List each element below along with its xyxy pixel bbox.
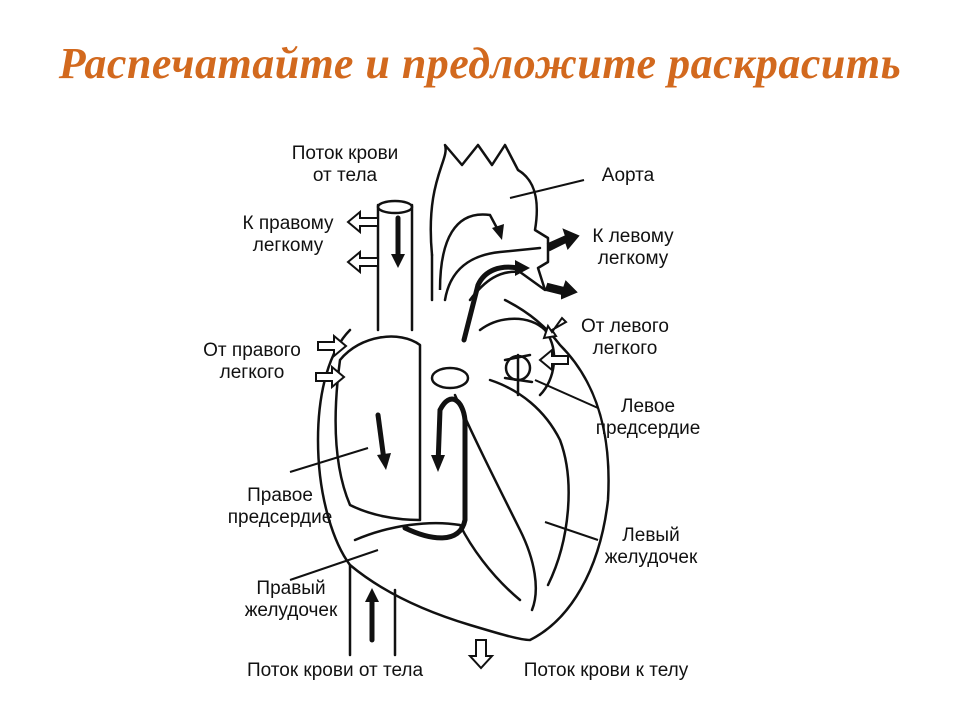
- label-line: легкому: [597, 248, 669, 269]
- label-line: Левый: [622, 525, 680, 546]
- label-line: Правый: [256, 578, 326, 599]
- septum: [453, 393, 538, 612]
- flow-arrowhead-ra: [377, 453, 391, 470]
- aorta: [429, 143, 550, 302]
- label-line: предсердие: [595, 418, 701, 439]
- label-right-atrium: Правое предсердие: [220, 485, 340, 529]
- arrow-to-right-lung-2: [346, 249, 379, 275]
- label-line: желудочек: [244, 600, 338, 621]
- chordae: [503, 353, 534, 397]
- superior-vena-cava: [376, 203, 414, 332]
- label-line: От левого: [581, 316, 669, 337]
- flow-arrow-ra: [375, 412, 387, 463]
- leader-right-atrium: [289, 447, 369, 473]
- label-line: предсердие: [227, 507, 333, 528]
- leader-aorta: [509, 179, 585, 199]
- label-line: легкому: [252, 235, 324, 256]
- page-title: Распечатайте и предложите раскрасить: [58, 39, 902, 88]
- label-line: легкого: [219, 362, 285, 383]
- label-from-left-lung: От левого легкого: [570, 316, 680, 360]
- label-line: от тела: [312, 165, 378, 186]
- flow-arrow-pulmonary: [461, 264, 521, 343]
- right-atrium-wall: [334, 335, 422, 522]
- right-ventricle-wall: [353, 521, 522, 602]
- flow-arrow-rv: [402, 396, 468, 541]
- leader-left-ventricle: [544, 521, 599, 541]
- flow-arrowhead-pulm: [515, 260, 530, 276]
- label-flow-from-body-bottom: Поток крови от тела: [246, 660, 424, 681]
- label-line: легкого: [592, 338, 658, 359]
- label-left-atrium: Левое предсердие: [588, 396, 708, 440]
- label-line: Левое: [620, 396, 676, 417]
- label-line: От правого: [203, 340, 301, 361]
- label-left-ventricle: Левый желудочек: [596, 525, 706, 569]
- arrow-from-left-lung-2: [538, 347, 569, 373]
- label-line: Правое: [247, 485, 313, 506]
- label-right-ventricle: Правый желудочек: [236, 578, 346, 622]
- arrow-to-left-lung-2: [544, 280, 578, 300]
- left-ventricle-wall: [488, 378, 570, 587]
- label-line: желудочек: [604, 547, 698, 568]
- arrow-from-right-lung-1: [317, 333, 348, 359]
- arrow-to-body: [467, 639, 495, 670]
- label-line: К левому: [592, 226, 674, 247]
- flow-arrowhead-ivc: [365, 588, 379, 602]
- label-from-right-lung: От правого легкого: [192, 340, 312, 384]
- aorta-flow-curve: [438, 213, 500, 291]
- arrow-to-right-lung-1: [346, 209, 379, 235]
- label-flow-from-body-top: Поток крови от тела: [290, 143, 400, 187]
- flow-arrowhead-svc: [391, 254, 405, 268]
- arrow-from-right-lung-2: [315, 364, 346, 390]
- flow-arrowhead-aorta: [492, 224, 504, 240]
- label-line: К правому: [242, 213, 334, 234]
- left-atrium-wall: [478, 317, 556, 397]
- arrow-to-left-lung-1: [546, 228, 580, 252]
- label-line: Поток крови: [291, 143, 399, 164]
- flow-arrowhead-rv: [431, 455, 445, 472]
- label-aorta: Аорта: [601, 165, 655, 186]
- leader-left-atrium: [534, 379, 599, 409]
- pulmonary-artery: [443, 246, 542, 302]
- inferior-vena-cava: [348, 563, 397, 657]
- arrow-from-left-lung-1: [542, 316, 568, 340]
- leader-right-ventricle: [289, 549, 379, 581]
- tricuspid-valve: [430, 366, 470, 390]
- vena-cava-opening: [376, 199, 414, 215]
- label-to-left-lung: К левому легкому: [578, 226, 688, 270]
- label-to-right-lung: К правому легкому: [228, 213, 348, 257]
- label-flow-to-body: Поток крови к телу: [523, 660, 689, 681]
